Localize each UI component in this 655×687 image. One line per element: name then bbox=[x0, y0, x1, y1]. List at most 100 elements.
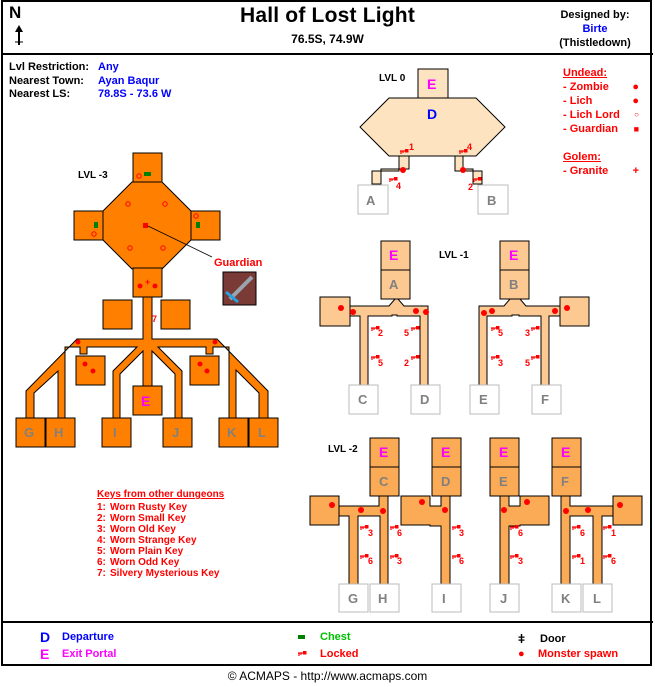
keys-heading: Keys from other dungeons bbox=[97, 489, 225, 500]
svg-text:C: C bbox=[358, 392, 368, 407]
filled-square-icon: ■ bbox=[633, 124, 639, 134]
level-minus-2-map: LVL -2 3 6 6 3 G H E C 3 6 I E D 6 3 bbox=[309, 437, 643, 613]
svg-text:E: E bbox=[499, 444, 508, 460]
filled-dot-icon: ● bbox=[632, 81, 639, 93]
svg-text:5: 5 bbox=[378, 358, 383, 368]
monster-zombie: - Zombie● bbox=[563, 81, 639, 93]
level-minus-3-map: LVL -3 Guardian + 7 bbox=[15, 152, 279, 448]
monster-legend: Undead: - Zombie● - Lich● - Lich Lord○ -… bbox=[563, 66, 653, 178]
designer-name: Birte bbox=[582, 23, 608, 35]
svg-text:I: I bbox=[442, 591, 446, 606]
dungeon-coordinates: 76.5S, 74.9W bbox=[291, 32, 364, 46]
svg-text:1: 1 bbox=[611, 528, 616, 538]
keys-legend: Keys from other dungeons 1:Worn Rusty Ke… bbox=[97, 489, 224, 579]
svg-text:A: A bbox=[366, 193, 376, 208]
filled-dot-icon: ● bbox=[632, 95, 639, 107]
svg-text:1: 1 bbox=[409, 142, 414, 152]
legend-locked: Locked bbox=[297, 648, 359, 660]
key-item-6: 6:Worn Odd Key bbox=[97, 557, 180, 568]
svg-text:LVL -2: LVL -2 bbox=[328, 444, 358, 455]
svg-text:L: L bbox=[258, 425, 266, 440]
map-frame bbox=[1, 0, 652, 666]
svg-text:G: G bbox=[24, 425, 34, 440]
plus-icon: + bbox=[632, 165, 639, 177]
svg-text:2: 2 bbox=[468, 182, 473, 192]
svg-text:Guardian: Guardian bbox=[214, 257, 263, 269]
exit-portal-icon: E bbox=[40, 646, 50, 662]
svg-text:3: 3 bbox=[397, 556, 402, 566]
svg-text:6: 6 bbox=[611, 556, 616, 566]
svg-text:2: 2 bbox=[404, 358, 409, 368]
legend-monster-spawn: ● Monster spawn bbox=[518, 648, 619, 660]
svg-text:F: F bbox=[541, 392, 549, 407]
svg-text:3: 3 bbox=[498, 358, 503, 368]
monster-spawn-icon: ● bbox=[518, 648, 525, 660]
departure-icon: D bbox=[40, 629, 51, 645]
svg-text:E: E bbox=[441, 444, 450, 460]
level-0-map: LVL 0 1 4 4 2 A B E D bbox=[357, 68, 509, 215]
undead-heading: Undead: bbox=[563, 67, 607, 79]
svg-text:A: A bbox=[389, 277, 399, 292]
svg-text:E: E bbox=[141, 393, 150, 409]
svg-text:N: N bbox=[9, 3, 21, 22]
svg-text:4: 4 bbox=[467, 142, 472, 152]
dungeon-info: Lvl Restriction:Any Nearest Town:Ayan Ba… bbox=[9, 61, 171, 102]
chest-icon bbox=[298, 631, 320, 643]
legend-door: ǂ Door bbox=[518, 632, 566, 646]
monster-lich-lord: - Lich Lord○ bbox=[563, 109, 639, 121]
svg-text:7: 7 bbox=[152, 314, 157, 324]
monster-granite: - Granite+ bbox=[563, 165, 639, 177]
svg-text:6: 6 bbox=[397, 528, 402, 538]
svg-text:D: D bbox=[420, 392, 429, 407]
svg-text:4: 4 bbox=[396, 181, 401, 191]
level-minus-1-map: LVL -1 2 5 5 2 C D E A 5 3 3 5 E F E B bbox=[319, 240, 590, 415]
svg-text:K: K bbox=[227, 425, 237, 440]
svg-text:LVL -3: LVL -3 bbox=[78, 170, 108, 181]
svg-text:I: I bbox=[113, 425, 117, 440]
svg-text:5: 5 bbox=[525, 358, 530, 368]
key-item-4: 4:Worn Strange Key bbox=[97, 535, 197, 546]
svg-text:5: 5 bbox=[498, 328, 503, 338]
header-divider bbox=[1, 53, 653, 55]
svg-text:D: D bbox=[441, 474, 450, 489]
page-title: Hall of Lost Light bbox=[239, 4, 416, 27]
monster-lich: - Lich● bbox=[563, 95, 639, 107]
svg-text:L: L bbox=[593, 591, 601, 606]
svg-text:B: B bbox=[487, 193, 496, 208]
hollow-circle-icon: ○ bbox=[634, 110, 639, 119]
compass-north-icon: N bbox=[9, 3, 23, 45]
designed-by-label: Designed by: bbox=[560, 9, 630, 21]
legend-exit-portal: E Exit Portal bbox=[40, 646, 117, 662]
golem-heading: Golem: bbox=[563, 151, 601, 163]
svg-text:3: 3 bbox=[368, 528, 373, 538]
svg-text:3: 3 bbox=[518, 556, 523, 566]
svg-text:D: D bbox=[427, 106, 437, 122]
svg-text:LVL -1: LVL -1 bbox=[439, 250, 469, 261]
svg-text:K: K bbox=[561, 591, 571, 606]
legend-chest: Chest bbox=[298, 631, 351, 643]
svg-text:E: E bbox=[389, 247, 398, 263]
svg-text:E: E bbox=[379, 444, 388, 460]
key-item-7: 7:Silvery Mysterious Key bbox=[97, 568, 220, 579]
key-item-5: 5:Worn Plain Key bbox=[97, 546, 184, 557]
key-item-3: 3:Worn Old Key bbox=[97, 524, 176, 535]
svg-text:LVL 0: LVL 0 bbox=[379, 73, 406, 84]
svg-text:B: B bbox=[509, 277, 518, 292]
svg-text:H: H bbox=[378, 591, 387, 606]
svg-text:6: 6 bbox=[518, 528, 523, 538]
key-item-2: 2:Worn Small Key bbox=[97, 513, 186, 524]
svg-text:1: 1 bbox=[580, 556, 585, 566]
map-legend: D Departure E Exit Portal Chest Locked ǂ… bbox=[0, 626, 655, 664]
legend-departure: D Departure bbox=[40, 629, 114, 645]
svg-text:J: J bbox=[500, 591, 507, 606]
svg-text:E: E bbox=[427, 76, 436, 92]
info-row-level: Lvl Restriction:Any bbox=[9, 61, 119, 73]
door-icon: ǂ bbox=[518, 632, 526, 646]
info-row-town: Nearest Town:Ayan Baqur bbox=[9, 74, 160, 87]
svg-text:C: C bbox=[379, 474, 389, 489]
svg-text:G: G bbox=[348, 591, 358, 606]
svg-text:E: E bbox=[509, 247, 518, 263]
svg-text:E: E bbox=[499, 474, 508, 489]
svg-text:2: 2 bbox=[378, 328, 383, 338]
monster-guardian: - Guardian■ bbox=[563, 123, 639, 135]
